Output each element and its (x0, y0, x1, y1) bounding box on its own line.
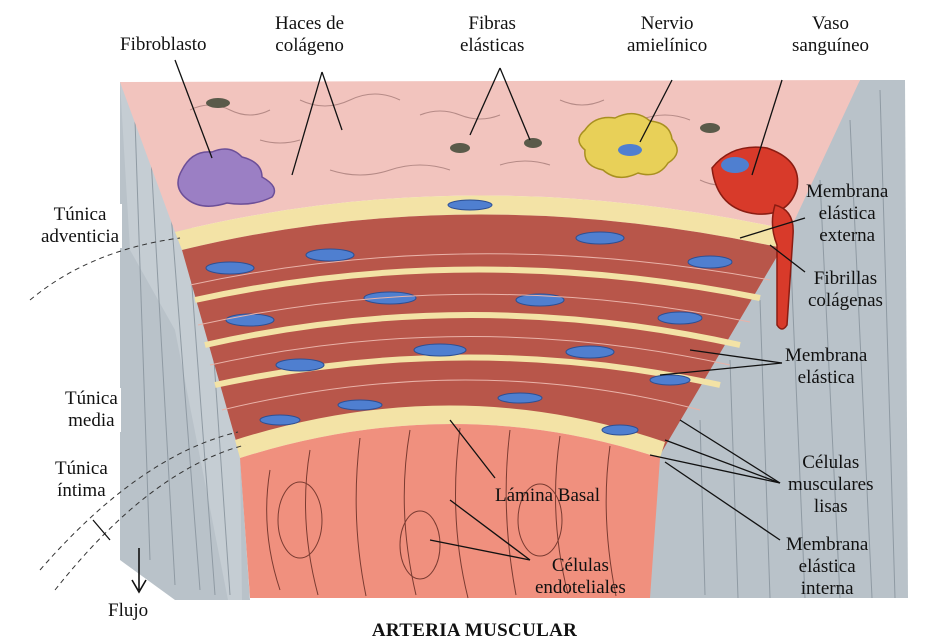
label-flujo: Flujo (108, 600, 148, 622)
diagram-caption: ARTERIA MUSCULAR (0, 620, 949, 642)
vaso-lumen (721, 157, 749, 173)
nerve-axon (618, 144, 642, 156)
intima-tick (93, 520, 110, 540)
label-lamina-basal: Lámina Basal (495, 485, 600, 507)
label-fibroblasto: Fibroblasto (120, 34, 207, 56)
